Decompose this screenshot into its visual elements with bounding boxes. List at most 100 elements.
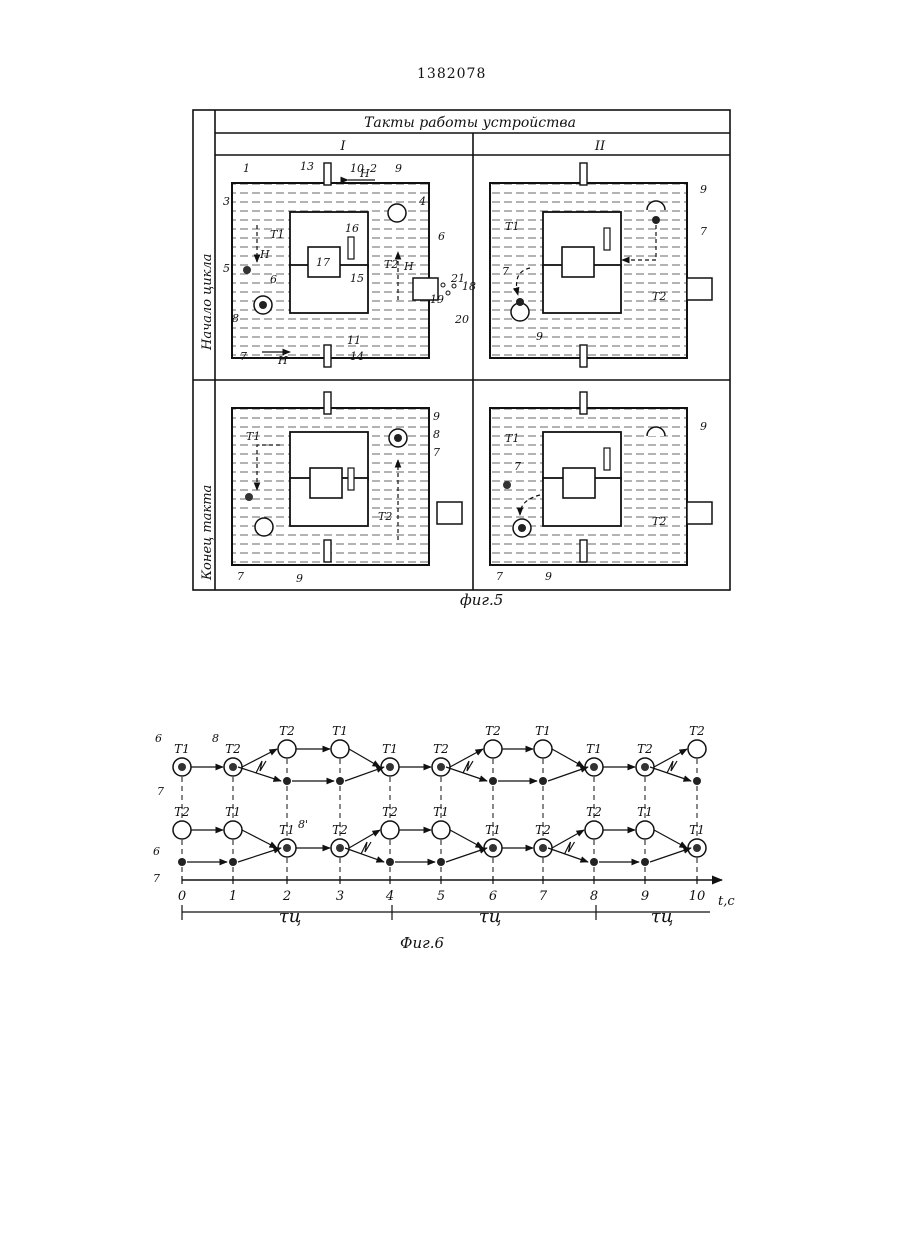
svg-text:7: 7	[514, 460, 521, 473]
svg-text:11: 11	[347, 334, 361, 347]
svg-text:18: 18	[462, 280, 476, 293]
upper-temp: T1	[332, 724, 348, 738]
upper-dot	[539, 777, 547, 785]
fig6-caption: Фиг.6	[400, 934, 444, 952]
tick-label-10: 10	[689, 889, 706, 904]
svg-text:1: 1	[243, 162, 250, 175]
svg-text:T2: T2	[652, 515, 666, 528]
upper-temp: T2	[225, 742, 241, 756]
svg-text:7: 7	[496, 570, 503, 583]
panel-2-start: T1 T2 9 7 7 9	[490, 163, 712, 367]
panel-3-end: T1 T2 9 8 7 7 9	[232, 392, 462, 585]
upper-dot	[336, 777, 344, 785]
tick-label-9: 9	[641, 889, 649, 904]
fig5-caption: фиг.5	[460, 591, 503, 609]
svg-text:H: H	[259, 248, 270, 261]
lower-dot	[693, 844, 701, 852]
cycle-label-3: τц	[651, 906, 674, 927]
svg-text:T1: T1	[246, 430, 260, 443]
tick-label-4: 4	[385, 889, 394, 904]
svg-text:14: 14	[350, 350, 364, 363]
svg-text:7: 7	[237, 570, 244, 583]
fig5-row-2: Конец такта	[200, 485, 215, 581]
upper-dot	[437, 763, 445, 771]
lower-dot	[336, 844, 344, 852]
upper-temp: T1	[382, 742, 398, 756]
svg-text:H: H	[403, 260, 414, 273]
lower-temp: T2	[586, 805, 602, 819]
fig5-col-1: I	[339, 139, 346, 154]
lower-ball	[585, 821, 603, 839]
upper-temp: T1	[174, 742, 190, 756]
lower-temp: T1	[279, 823, 295, 837]
svg-text:T2: T2	[384, 258, 398, 271]
upper-temp: T2	[433, 742, 449, 756]
tick-label-7: 7	[539, 889, 548, 904]
upper-ball	[331, 740, 349, 758]
cycle-label-1: τц	[279, 906, 302, 927]
lower-ball	[381, 821, 399, 839]
upper-ball	[688, 740, 706, 758]
tick-label-6: 6	[489, 889, 497, 904]
cycle-label-2: τц	[479, 906, 502, 927]
axis-unit: t,c	[718, 894, 735, 909]
lower-ball	[636, 821, 654, 839]
lower-dot	[489, 844, 497, 852]
lower-dot	[386, 858, 394, 866]
svg-text:9: 9	[545, 570, 552, 583]
tick-label-3: 3	[336, 889, 344, 904]
lower-temp: T2	[382, 805, 398, 819]
svg-text:H: H	[359, 167, 370, 180]
upper-dot	[693, 777, 701, 785]
svg-text:T2: T2	[378, 510, 392, 523]
lower-temp: T2	[535, 823, 551, 837]
fig5-row-1: Начало цикла	[200, 254, 215, 351]
svg-text:16: 16	[345, 222, 359, 235]
svg-text:T2: T2	[652, 290, 666, 303]
lower-temp: T2	[174, 805, 190, 819]
upper-dot-label: 7	[157, 785, 164, 798]
lower-dot	[437, 858, 445, 866]
tick-label-8: 8	[590, 889, 598, 904]
svg-text:5: 5	[223, 262, 230, 275]
upper-ball-label: 6	[155, 732, 162, 745]
upper-temp: T1	[535, 724, 551, 738]
upper-dot	[229, 763, 237, 771]
upper-ball	[534, 740, 552, 758]
svg-text:T1: T1	[505, 220, 519, 233]
upper-temp: T2	[279, 724, 295, 738]
panel-4-end: T1 T2 9 7 7 9	[490, 392, 712, 583]
svg-text:7: 7	[502, 265, 509, 278]
lower-temp: T1	[689, 823, 705, 837]
upper-dot	[489, 777, 497, 785]
lower-dot	[229, 858, 237, 866]
svg-text:7: 7	[433, 446, 440, 459]
lower-dot	[178, 858, 186, 866]
fig6-diagram: 012345678910 T1T2T2T1T1T2T2T1T1T2T2T2T1T…	[153, 724, 735, 927]
lower-temp: T1	[225, 805, 241, 819]
panel-1-start: 13 10 2 9 1 3 4 16 6 17 15 5 6 8 7 14 11…	[223, 160, 476, 367]
upper-temp: T2	[689, 724, 705, 738]
lower-dot-label: 7	[153, 872, 160, 885]
svg-text:T1: T1	[270, 228, 284, 241]
lower-dot	[590, 858, 598, 866]
svg-text:17: 17	[316, 256, 330, 269]
svg-text:9: 9	[536, 330, 543, 343]
svg-text:9: 9	[395, 162, 402, 175]
ball-9	[388, 204, 406, 222]
upper-dot	[386, 763, 394, 771]
lower-dot	[641, 858, 649, 866]
svg-text:H: H	[277, 354, 288, 367]
upper-ball	[278, 740, 296, 758]
lower-ball	[173, 821, 191, 839]
svg-text:9: 9	[433, 410, 440, 423]
lower-marker-label: 8'	[298, 818, 308, 831]
tick-label-1: 1	[229, 889, 237, 904]
tick-label-0: 0	[178, 889, 186, 904]
fig5-col-2: II	[594, 139, 606, 154]
upper-ball	[484, 740, 502, 758]
svg-text:13: 13	[300, 160, 314, 173]
lower-dot	[539, 844, 547, 852]
tick-label-5: 5	[437, 889, 445, 904]
